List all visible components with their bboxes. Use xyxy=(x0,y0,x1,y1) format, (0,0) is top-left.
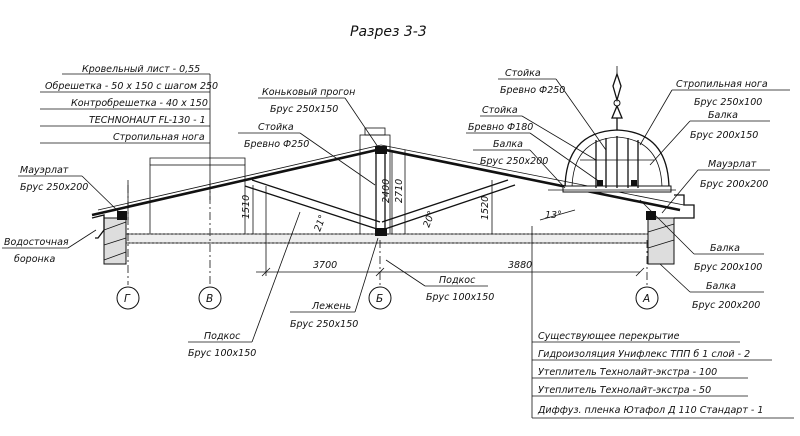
truss-members xyxy=(244,152,516,236)
dim-left-span: 3700 xyxy=(313,260,337,271)
dim-left-height: 1510 xyxy=(241,195,252,219)
label-post-left-size: Бревно Ф250 xyxy=(244,139,309,150)
label-dome-post-size: Бревно Ф250 xyxy=(500,85,565,96)
axis-a: А xyxy=(642,293,650,305)
angle-mid: 20° xyxy=(421,209,437,229)
label-post-left: Стойка xyxy=(258,122,294,133)
slab-layer-5: Диффуз. пленка Ютафол Д 110 Стандарт - 1 xyxy=(537,405,763,416)
roof-layer-4: TECHNOHAUT FL-130 - 1 xyxy=(89,115,206,126)
grid-axes: Г В Б А xyxy=(116,180,659,310)
label-beam-low: Балка xyxy=(710,243,740,254)
left-wall xyxy=(91,211,127,265)
existing-slab xyxy=(124,233,651,244)
slab-layer-4: Утеплитель Технолайт-экстра - 50 xyxy=(538,385,711,396)
label-drain-2: боронка xyxy=(14,254,55,265)
label-ridge-purlin: Коньковый прогон xyxy=(262,87,355,98)
label-lezhen-size: Брус 250х150 xyxy=(290,319,358,330)
label-mauerlat-left: Мауэрлат xyxy=(20,165,69,176)
dim-ridge-a: 2400 xyxy=(381,179,392,203)
angle-right: 13° xyxy=(545,210,562,221)
label-beam-low2: Балка xyxy=(706,281,736,292)
axis-v: В xyxy=(206,293,213,305)
label-mauerlat-left-size: Брус 250х200 xyxy=(20,182,88,193)
axis-b: Б xyxy=(376,293,383,305)
slab-layer-1: Существующее перекрытие xyxy=(538,331,680,342)
label-mauerlat-right: Мауэрлат xyxy=(708,159,757,170)
slab-layers-callout: Существующее перекрытие Гидроизоляция Ун… xyxy=(531,226,794,419)
label-podkos-left-size: Брус 100х150 xyxy=(188,348,256,359)
roof-layer-5: Стропильная нога xyxy=(113,132,205,143)
label-beam-low-size: Брус 200х100 xyxy=(694,262,762,273)
slab-layer-3: Утеплитель Технолайт-экстра - 100 xyxy=(538,367,717,378)
dome-labels: Стойка Бревно Ф250 Стойка Бревно Ф180 Ба… xyxy=(466,68,790,311)
label-podkos-mid-size: Брус 100х150 xyxy=(426,292,494,303)
roof-rafters xyxy=(91,144,685,217)
roof-layer-2: Обрешетка - 50 х 150 с шагом 250 xyxy=(45,81,218,92)
dim-right-height: 1520 xyxy=(480,196,491,220)
label-podkos-left: Подкос xyxy=(204,331,241,342)
center-labels: Коньковый прогон Брус 250х150 Стойка Бре… xyxy=(188,87,494,359)
drawing-title: Разрез 3-3 xyxy=(350,24,427,40)
slab-layer-2: Гидроизоляция Унифлекс ТПП б 1 слой - 2 xyxy=(538,349,750,360)
label-mauerlat-right-size: Брус 200х200 xyxy=(700,179,768,190)
label-rafter-leg-size: Брус 250х100 xyxy=(694,97,762,108)
label-rafter-leg: Стропильная нога xyxy=(676,79,768,90)
label-beam-right-size: Брус 200х150 xyxy=(690,130,758,141)
label-drain: Водосточная xyxy=(4,237,69,248)
roof-layers-callout: Кровельный лист - 0,55 Обрешетка - 50 х … xyxy=(40,64,218,200)
right-wall xyxy=(646,194,695,265)
label-dome-beam: Балка xyxy=(493,139,523,150)
label-dome-post: Стойка xyxy=(505,68,541,79)
dome-structure xyxy=(548,66,676,193)
dim-right-span: 3880 xyxy=(508,260,532,271)
dim-ridge-b: 2710 xyxy=(394,179,405,203)
label-ridge-purlin-size: Брус 250х150 xyxy=(270,104,338,115)
angle-left: 21° xyxy=(312,213,328,233)
label-dome-beam-size: Брус 250х200 xyxy=(480,156,548,167)
left-labels: Мауэрлат Брус 250х200 Водосточная боронк… xyxy=(2,165,121,265)
label-podkos-mid: Подкос xyxy=(439,275,476,286)
dimension-lines: 3700 3880 1510 1520 2400 2710 21° 20° 13… xyxy=(241,150,645,277)
label-beam-low2-size: Брус 200х200 xyxy=(692,300,760,311)
label-dome-log: Бревно Ф180 xyxy=(468,122,533,133)
label-beam-right: Балка xyxy=(708,110,738,121)
roof-layer-3: Контробрешетка - 40 х 150 xyxy=(71,98,208,109)
roof-layer-1: Кровельный лист - 0,55 xyxy=(82,64,200,75)
label-dome-post-small: Стойка xyxy=(482,105,518,116)
axis-g: Г xyxy=(124,293,131,305)
label-lezhen: Лежень xyxy=(311,301,351,312)
